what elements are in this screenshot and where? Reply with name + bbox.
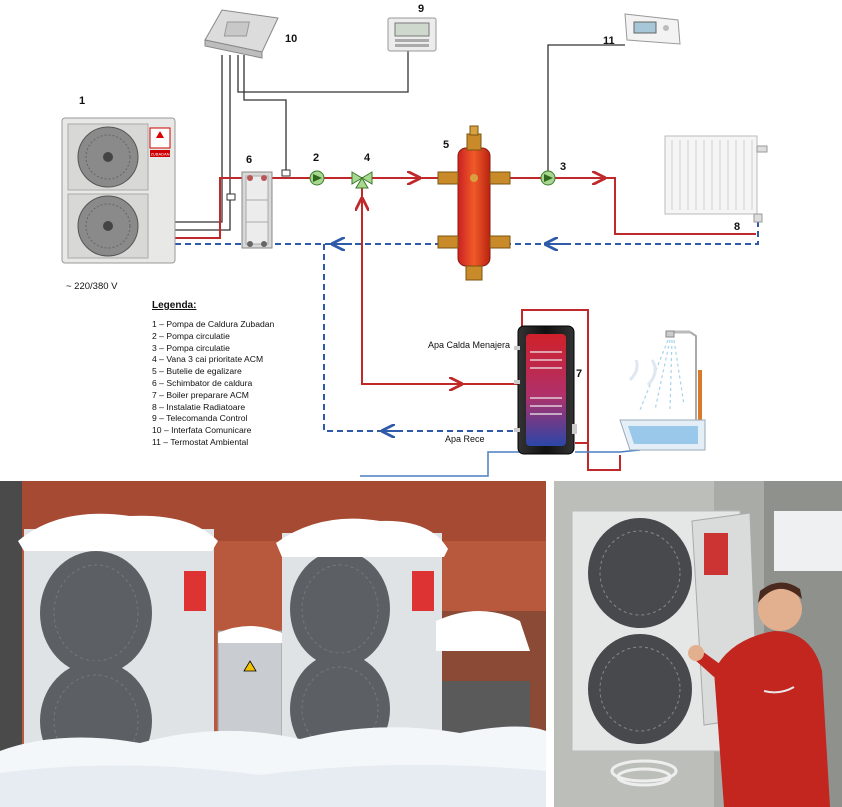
cold-water-label: Apa Rece bbox=[445, 434, 485, 444]
supply-arrows bbox=[362, 178, 603, 384]
legend-item: 7 – Boiler preparare ACM bbox=[152, 389, 249, 400]
label-1: 1 bbox=[79, 95, 85, 107]
legend-item: 6 – Schimbator de caldura bbox=[152, 377, 253, 388]
photo-installer-at-unit bbox=[554, 481, 842, 807]
legend-item: 11 – Termostat Ambiental bbox=[152, 436, 249, 447]
dhw-boiler bbox=[514, 325, 577, 455]
label-7: 7 bbox=[576, 368, 582, 380]
legend-item: 4 – Vana 3 cai prioritate ACM bbox=[152, 354, 264, 365]
room-thermostat bbox=[624, 13, 681, 45]
return-arrows bbox=[334, 244, 565, 431]
hot-water-label: Apa Calda Menajera bbox=[428, 340, 510, 350]
label-9: 9 bbox=[418, 3, 424, 15]
legend-item: 10 – Interfata Comunicare bbox=[152, 425, 252, 436]
legend-item: 9 – Telecomanda Control bbox=[152, 413, 248, 424]
radiator bbox=[664, 135, 768, 223]
label-3: 3 bbox=[560, 161, 566, 173]
photo-snowy-outdoor-units bbox=[0, 481, 546, 807]
label-2: 2 bbox=[313, 152, 319, 164]
heat-exchanger bbox=[226, 169, 291, 249]
return-pipes bbox=[175, 222, 759, 432]
circulation-pump-2 bbox=[309, 170, 325, 186]
voltage-label: ~ 220/380 V bbox=[66, 281, 118, 292]
shower-and-sink bbox=[619, 330, 706, 451]
label-10: 10 bbox=[285, 33, 297, 45]
legend-item: 3 – Pompa circulatie bbox=[152, 342, 230, 353]
legend-item: 8 – Instalatie Radiatoare bbox=[152, 401, 246, 412]
cold-water-pipe bbox=[360, 449, 641, 477]
label-11: 11 bbox=[603, 35, 615, 47]
communication-interface bbox=[204, 9, 279, 59]
label-5: 5 bbox=[443, 139, 449, 151]
three-way-valve bbox=[351, 171, 373, 189]
legend-item: 5 – Butelie de egalizare bbox=[152, 366, 242, 377]
remote-control bbox=[387, 17, 437, 52]
hydraulic-separator bbox=[437, 125, 511, 281]
label-4: 4 bbox=[364, 152, 371, 164]
legend-item: 2 – Pompa circulatie bbox=[152, 330, 230, 341]
label-6: 6 bbox=[246, 154, 252, 166]
unit-brand-label: ZUBADAN bbox=[150, 152, 169, 157]
control-wiring bbox=[175, 44, 625, 231]
outdoor-heat-pump-unit: ZUBADAN bbox=[61, 117, 176, 264]
legend-title: Legenda: bbox=[152, 300, 197, 311]
circulation-pump-3 bbox=[540, 170, 556, 186]
label-8: 8 bbox=[734, 221, 740, 233]
legend: Legenda: 1 – Pompa de Caldura Zubadan 2 … bbox=[152, 300, 382, 449]
heat-pump-schematic: ZUBADAN bbox=[61, 3, 768, 477]
legend-item: 1 – Pompa de Caldura Zubadan bbox=[152, 319, 275, 329]
